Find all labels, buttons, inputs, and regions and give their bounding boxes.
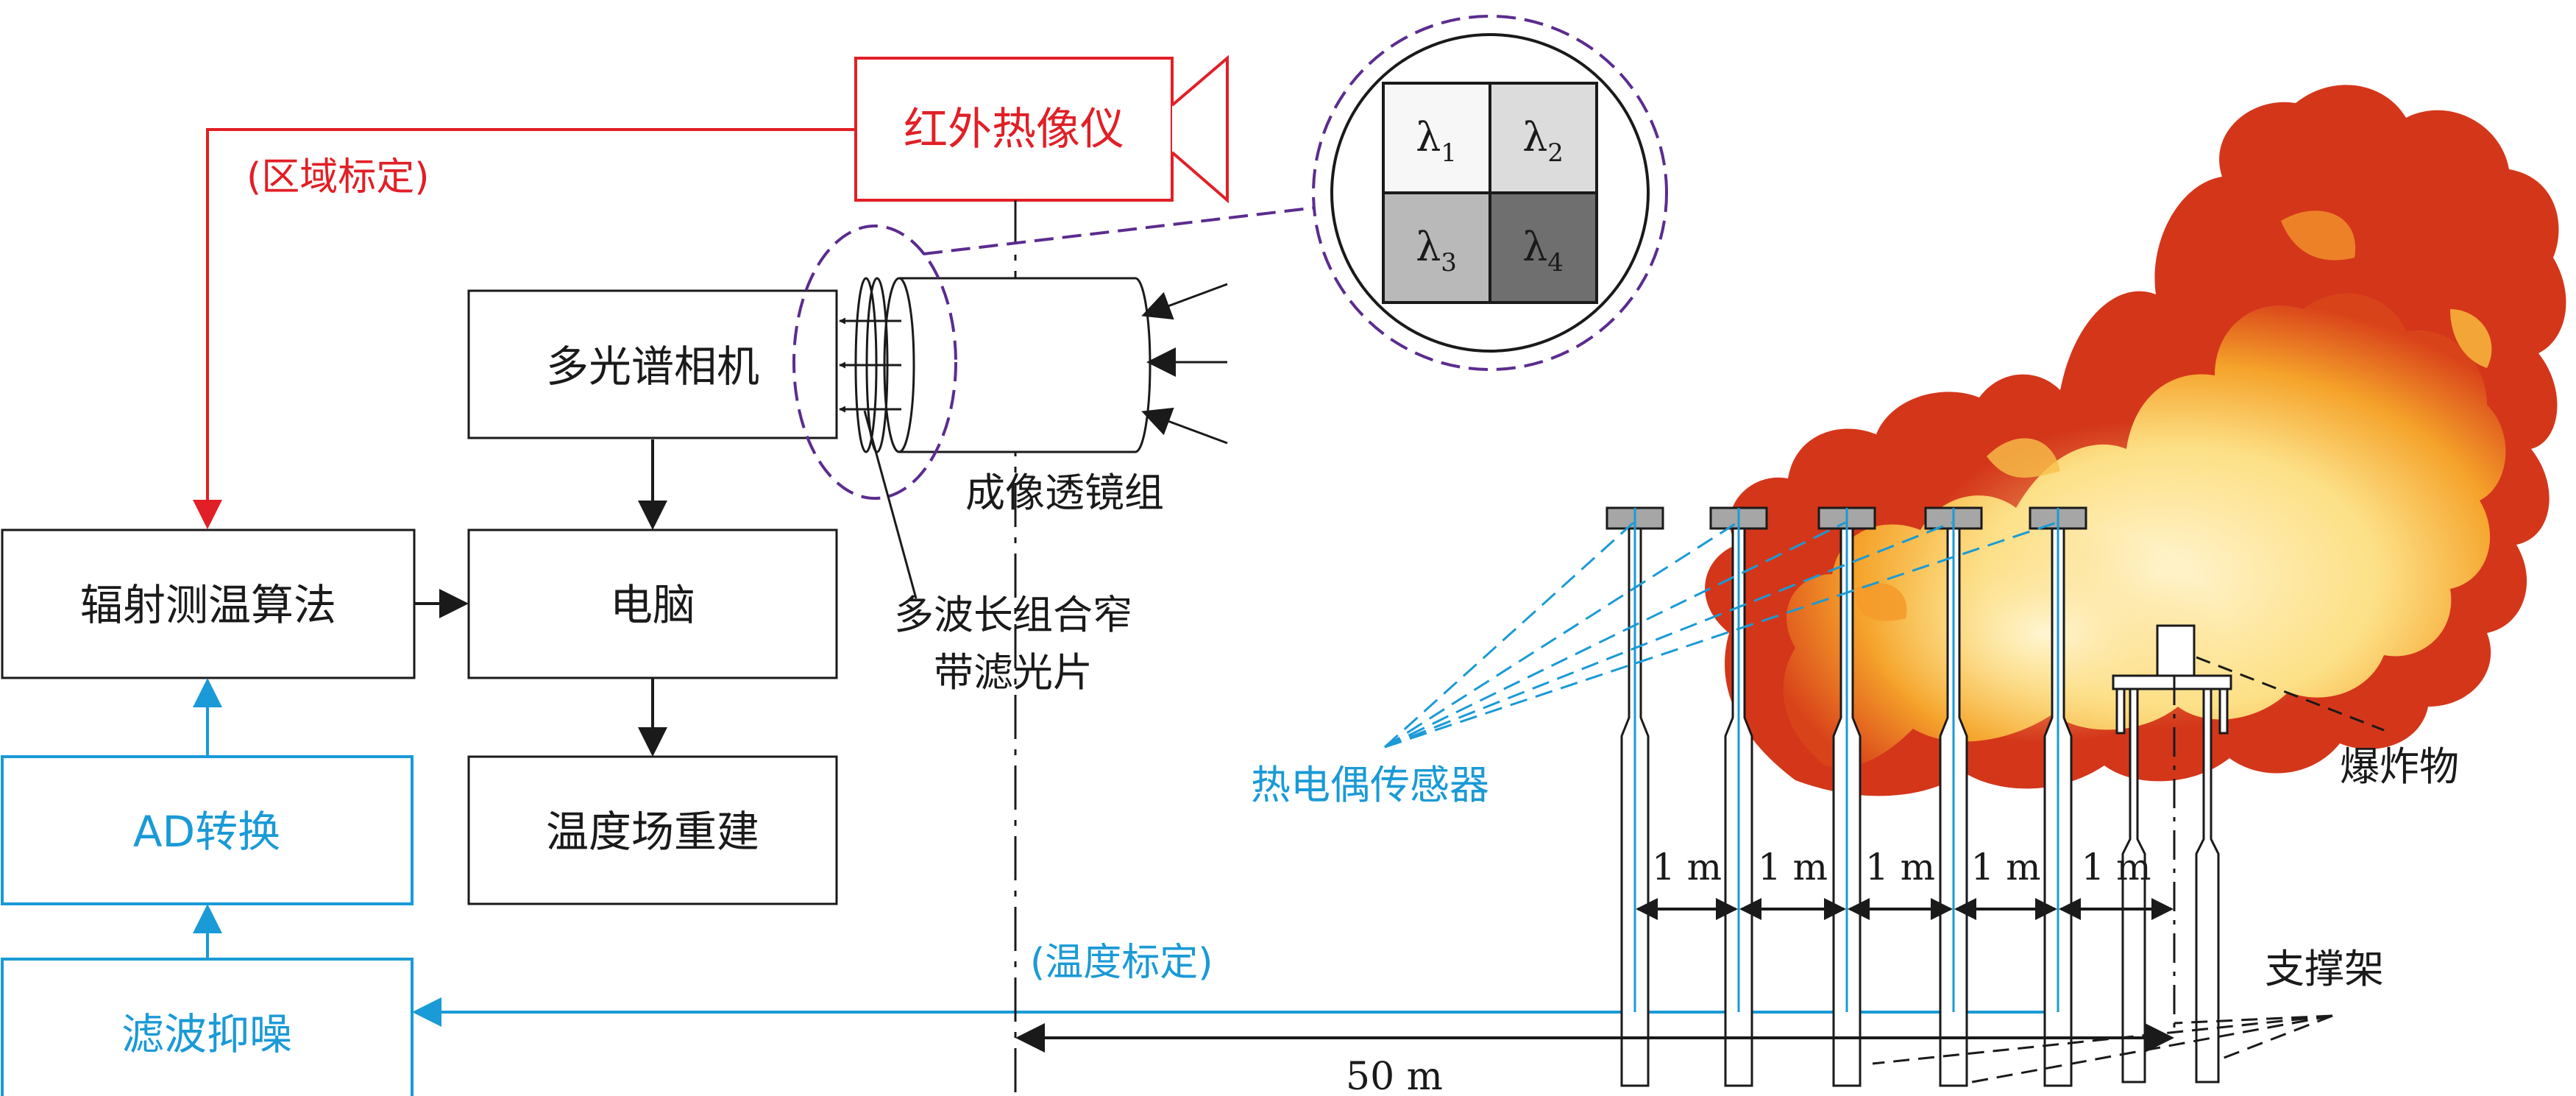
thermocouple-array — [1605, 506, 2087, 1087]
explosive-box — [2156, 624, 2196, 677]
thermocouple-leader-1 — [1383, 521, 1635, 749]
spacing-label-1: 1 m — [1652, 846, 1722, 888]
filter-cell-subscript-3: 3 — [1441, 248, 1457, 277]
filter-label-line2: 带滤光片 — [934, 649, 1093, 696]
algorithm-label: 辐射测温算法 — [80, 580, 336, 630]
filter-cell-subscript-1: 1 — [1441, 138, 1457, 168]
multispectral-camera-box — [467, 289, 838, 439]
filter-pointer-line — [863, 410, 918, 599]
explosive-label: 爆炸物 — [2340, 743, 2459, 790]
computer-box — [467, 528, 838, 679]
spacing-dimensions: 1 m 1 m 1 m 1 m 1 m — [1636, 846, 2174, 920]
stand-top-plate — [2112, 674, 2232, 690]
filter-cell-1 — [1382, 82, 1491, 194]
algorithm-group: 辐射测温算法 — [1, 528, 416, 679]
filter-cell-2 — [1489, 82, 1598, 194]
thermal-camera-box — [854, 57, 1174, 202]
stand-leg-left — [2121, 687, 2146, 1083]
thermocouple-leader-3 — [1384, 521, 1846, 749]
ad-conversion-group: AD转换 — [1, 755, 414, 905]
filter-cell-4 — [1489, 191, 1598, 304]
spacing-label-4: 1 m — [1970, 846, 2040, 888]
temperature-calibration-label: (温度标定) — [1030, 941, 1213, 985]
multispectral-camera-label: 多光谱相机 — [546, 342, 759, 392]
reconstruction-label: 温度场重建 — [546, 807, 759, 857]
computer-group: 电脑 — [467, 528, 838, 679]
spacing-label-2: 1 m — [1758, 846, 1828, 888]
reconstruction-group: 温度场重建 — [467, 755, 838, 905]
thermocouple-pole-1 — [1605, 506, 1664, 1087]
incoming-ray-1 — [1141, 283, 1228, 320]
thermal-camera-lens-icon — [1171, 54, 1229, 204]
distance-50m-label: 50 m — [1346, 1055, 1443, 1096]
zoom-leader-line — [923, 205, 1329, 255]
explosive-pointer-line — [2196, 656, 2385, 732]
reconstruction-box — [467, 755, 838, 905]
stand-arm-right — [2218, 687, 2229, 735]
filter-label-line1: 多波长组合窄 — [894, 592, 1132, 638]
filter-denoise-box — [1, 958, 414, 1096]
computer-label: 电脑 — [610, 580, 695, 630]
thermocouple-leader-2 — [1384, 521, 1738, 749]
filter-denoise-label: 滤波抑噪 — [121, 1009, 292, 1059]
stand-leg-right — [2195, 687, 2220, 1083]
region-calibration-label: (区域标定) — [246, 155, 430, 199]
thermocouple-pole-4 — [1924, 506, 1983, 1087]
spacing-label-3: 1 m — [1865, 846, 1935, 888]
filter-cell-subscript-2: 2 — [1547, 138, 1564, 168]
filter-denoise-group: 滤波抑噪 — [1, 958, 414, 1096]
stand-arm-left — [2115, 687, 2126, 735]
region-calibration-arrow — [193, 128, 856, 529]
thermal-camera-label: 红外热像仪 — [904, 104, 1124, 155]
lens-barrel — [899, 277, 1152, 453]
thermocouple-leader-4 — [1384, 521, 1953, 749]
filter-cell-subscript-4: 4 — [1547, 248, 1564, 277]
incoming-ray-3 — [1141, 407, 1228, 445]
lens-group — [792, 205, 1329, 599]
thermal-camera-group: 红外热像仪 — [854, 54, 1229, 204]
thermocouple-pole-2 — [1709, 506, 1768, 1087]
thermocouple-leader-5 — [1384, 521, 2057, 749]
support-label: 支撑架 — [2265, 946, 2384, 992]
thermocouple-label: 热电偶传感器 — [1251, 762, 1489, 808]
thermocouple-leader-lines — [1383, 521, 2057, 749]
explosive-stand — [2112, 624, 2385, 1083]
filter-highlight-circle — [792, 224, 957, 500]
multispectral-camera-group: 多光谱相机 — [467, 289, 838, 439]
spacing-label-5: 1 m — [2081, 846, 2151, 888]
lens-group-label: 成像透镜组 — [965, 470, 1164, 516]
ad-conversion-label: AD转换 — [133, 807, 280, 857]
filter-cell-label-4: λ4 — [1522, 224, 1564, 277]
thermocouple-pole-5 — [2029, 506, 2087, 1087]
